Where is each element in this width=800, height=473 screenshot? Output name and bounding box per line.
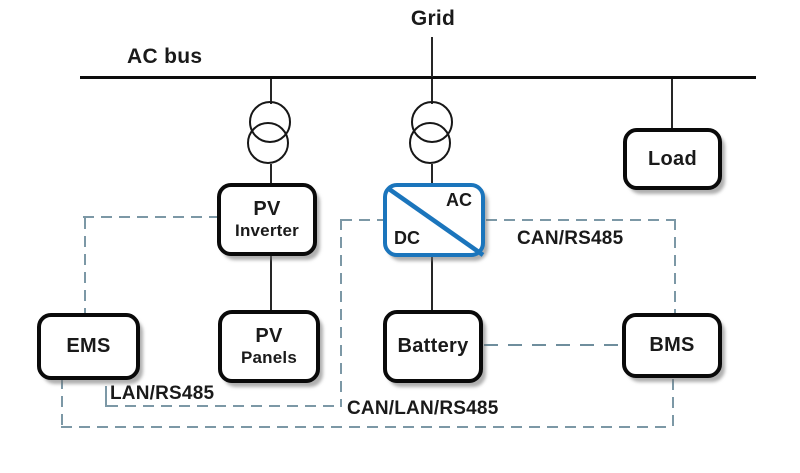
ac-bus-label: AC bus [127, 45, 203, 68]
ems-inverter-dashed-line [84, 218, 86, 313]
can-rs485-dashed-line [486, 219, 675, 221]
load-feeder-line [671, 79, 673, 130]
pv-inverter-label-line2: Inverter [235, 221, 299, 241]
can-rs485-label: CAN/RS485 [517, 228, 624, 249]
lan-rs485-dashed-line [340, 219, 342, 407]
acdc-converter-node: AC DC [383, 183, 485, 257]
can-lan-rs485-dashed-line [61, 378, 63, 427]
pv-inverter-label-line1: PV [253, 198, 281, 221]
ems-label: EMS [66, 335, 111, 357]
pv-panels-node: PV Panels [218, 310, 320, 383]
converter-dc-label: DC [394, 228, 420, 249]
converter-battery-line [431, 256, 433, 311]
transformer-icon [247, 122, 289, 164]
can-lan-rs485-label: CAN/LAN/RS485 [347, 398, 499, 419]
grid-feeder-line [431, 37, 433, 77]
bms-label: BMS [649, 334, 695, 356]
battery-label: Battery [397, 335, 469, 357]
lan-rs485-connector [105, 386, 107, 407]
converter-ac-label: AC [446, 190, 472, 210]
pv-transformer-bottom-line [270, 164, 272, 184]
pv-transformer-top-line [270, 79, 272, 104]
ems-inverter-dashed-line [83, 216, 217, 218]
acdc-diagonal-icon [387, 187, 485, 257]
can-rs485-dashed-line [674, 219, 676, 313]
lan-rs485-label: LAN/RS485 [110, 383, 215, 404]
load-node: Load [623, 128, 722, 190]
grid-transformer-bottom-line [431, 164, 433, 184]
transformer-icon [409, 122, 451, 164]
load-label: Load [648, 147, 697, 170]
battery-bms-dashed-line [484, 344, 621, 346]
lan-rs485-dashed-line [107, 405, 341, 407]
grid-transformer-top-line [431, 79, 433, 104]
pv-panels-label-line1: PV [255, 325, 283, 348]
pv-panels-label-line2: Panels [240, 348, 297, 368]
ac-bus-line [80, 76, 756, 79]
grid-label: Grid [410, 7, 456, 30]
can-lan-rs485-dashed-line [61, 426, 673, 428]
battery-node: Battery [383, 310, 483, 383]
ems-node: EMS [37, 313, 140, 380]
inverter-panels-line [270, 256, 272, 311]
lan-rs485-dashed-line [341, 219, 383, 221]
bms-node: BMS [622, 313, 722, 378]
pv-inverter-node: PV Inverter [217, 183, 317, 256]
can-lan-rs485-dashed-line [672, 379, 674, 427]
